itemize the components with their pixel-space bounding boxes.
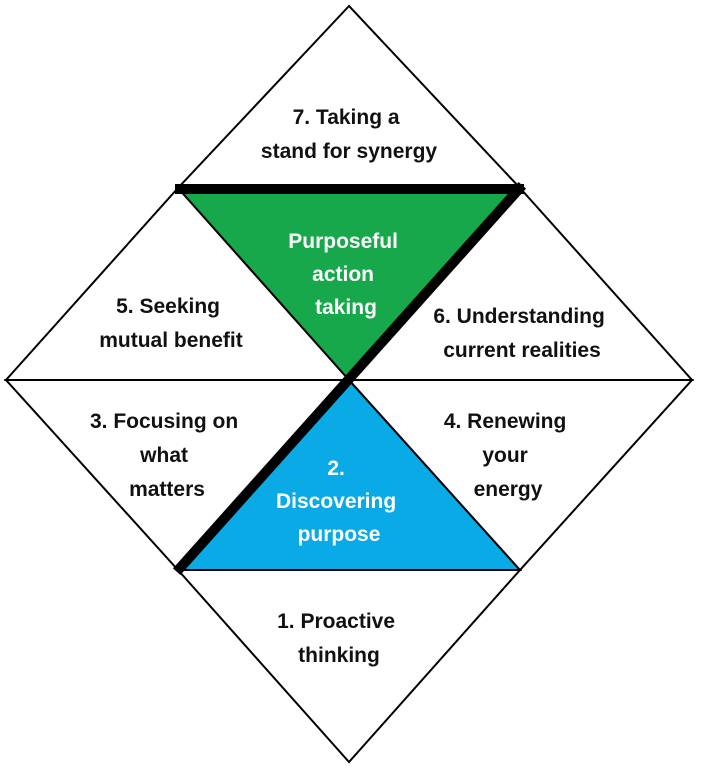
lower-left-segment-label: 3. Focusing on what matters bbox=[90, 410, 244, 501]
blue-segment-label: 2. Discovering purpose bbox=[276, 457, 402, 546]
heavy-diagonal-edge bbox=[172, 181, 527, 576]
bottom-segment-label: 1. Proactive thinking bbox=[277, 610, 401, 667]
upper-right-segment-label: 6. Understanding current realities bbox=[433, 305, 610, 362]
green-segment-label: Purposeful action taking bbox=[288, 230, 404, 319]
bottom-segment bbox=[175, 569, 523, 764]
lower-right-segment-label: 4. Renewing your energy bbox=[444, 410, 572, 501]
top-segment-label: 7. Taking a stand for synergy bbox=[261, 106, 438, 163]
upper-left-segment-label: 5. Seeking mutual benefit bbox=[99, 295, 243, 352]
lower-right-segment bbox=[346, 379, 695, 572]
